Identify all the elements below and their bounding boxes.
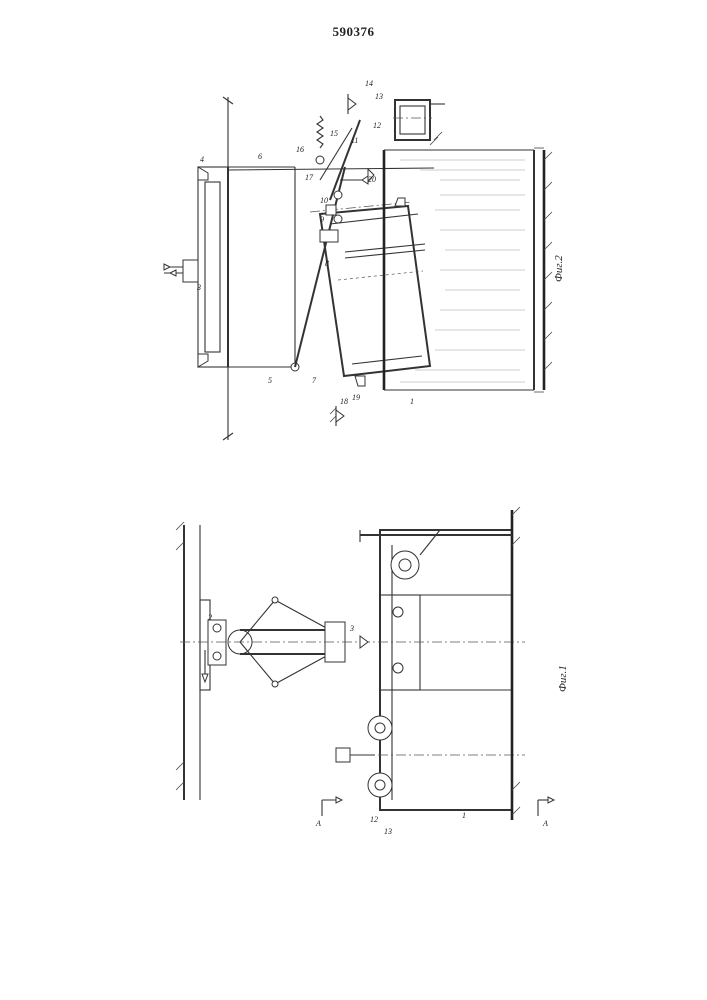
fig2-label-5: 5 — [268, 376, 272, 385]
figure-2: 1 3 4 5 6 7 8 9 10 11 12 13 14 15 16 17 … — [164, 79, 565, 440]
fig1-section-mark-top: A — [315, 819, 321, 828]
figure-1: A A 1 2 3 12 13 Фиг.1 — [176, 507, 569, 836]
fig2-label-19: 19 — [352, 393, 360, 402]
fig2-label-13: 13 — [375, 92, 383, 101]
fig2-label-16: 16 — [296, 145, 304, 154]
fig2-label-6: 6 — [258, 152, 262, 161]
fig2-caption: Фиг.2 — [553, 255, 565, 282]
fig2-label-14: 14 — [365, 79, 373, 88]
fig2-liquid — [400, 160, 525, 382]
fig2-label-17: 17 — [305, 173, 314, 182]
fig1-caption: Фиг.1 — [557, 665, 569, 692]
fig2-label-9: 9 — [320, 215, 324, 224]
fig2-label-12: 12 — [373, 121, 381, 130]
fig1-section-markers: A A — [315, 797, 554, 828]
fig2-label-4: 4 — [200, 155, 204, 164]
fig2-label-1: 1 — [410, 397, 414, 406]
fig1-conveyor — [360, 530, 525, 810]
fig1-label-12: 12 — [370, 815, 378, 824]
fig2-bath — [384, 148, 552, 392]
fig2-carriage — [164, 167, 228, 367]
fig1-label-2: 2 — [208, 613, 212, 622]
fig1-label-1: 1 — [462, 811, 466, 820]
fig1-label-13: 13 — [384, 827, 392, 836]
fig2-container — [310, 198, 430, 386]
fig2-side-box — [393, 100, 445, 145]
fig1-section-mark-bottom: A — [542, 819, 548, 828]
fig2-label-10: 10 — [320, 196, 328, 205]
fig2-label-20: 20 — [368, 175, 376, 184]
fig1-label-3: 3 — [349, 624, 354, 633]
fig1-overhead-beam — [176, 522, 210, 800]
fig2-label-7: 7 — [312, 376, 317, 385]
fig2-label-8: 8 — [325, 259, 329, 268]
fig1-base — [360, 507, 520, 820]
fig2-label-18: 18 — [340, 397, 348, 406]
fig2-label-11: 11 — [351, 136, 358, 145]
fig2-label-15: 15 — [330, 129, 338, 138]
fig2-label-3: 3 — [196, 283, 201, 292]
fig1-trolley — [208, 620, 252, 665]
